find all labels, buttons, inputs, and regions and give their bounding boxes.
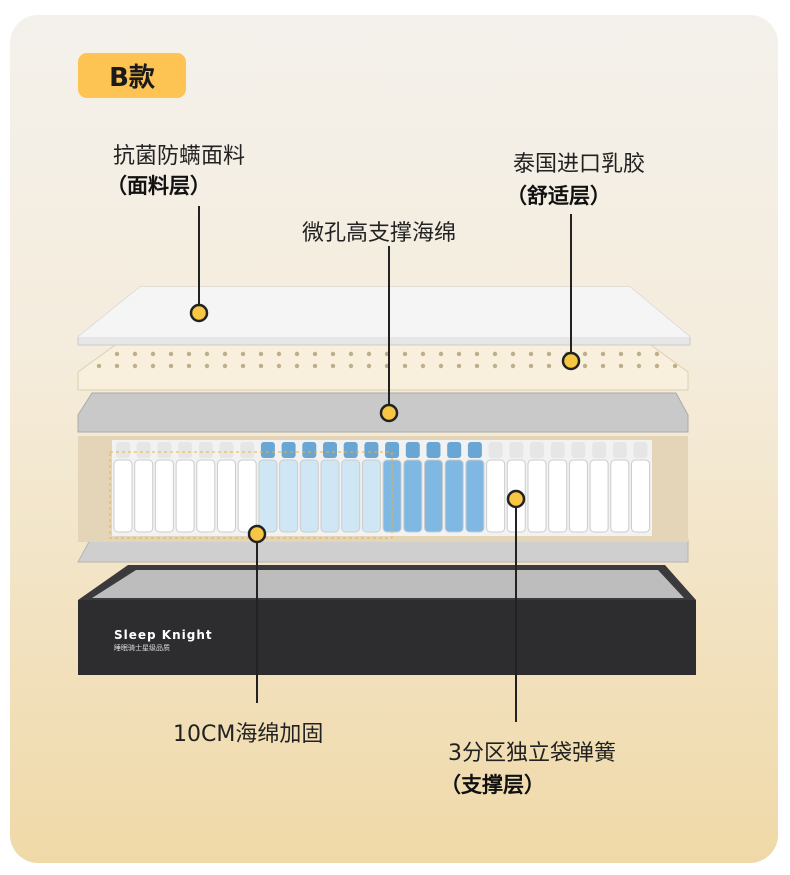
spring-top (530, 442, 544, 458)
spring-pocket (568, 459, 588, 533)
spring-top (571, 442, 586, 458)
spring-top (633, 442, 648, 458)
spring-pocket (403, 459, 423, 533)
callout-lines (198, 206, 572, 722)
spring-top (116, 442, 130, 458)
spring-top (281, 442, 296, 458)
spring-top (509, 442, 524, 458)
variant-badge: B款 (78, 53, 186, 98)
spring-pocket (154, 459, 174, 533)
spring-top (260, 442, 275, 458)
spring-pocket (299, 459, 319, 533)
spring-top (302, 442, 317, 458)
spring-top (467, 442, 482, 458)
brand-name: Sleep Knight (114, 628, 213, 642)
brand-tagline: 睡眠骑士星级品质 (114, 644, 170, 652)
spring-pocket (486, 459, 506, 533)
spring-top (612, 442, 627, 458)
spring-pocket (113, 459, 133, 533)
spring-pocket (610, 459, 630, 533)
bottom-sponge (77, 539, 689, 563)
spring-top (343, 442, 358, 458)
spring-pocket (237, 459, 257, 533)
label-cover-sub: （面料层） (106, 174, 211, 198)
spring-pocket (196, 459, 216, 533)
spring-top (364, 442, 379, 458)
label-latex: 泰国进口乳胶 (513, 152, 646, 177)
spring-top (405, 442, 420, 458)
spring-top (136, 442, 151, 458)
cover-layer (77, 286, 691, 346)
label-spring: 3分区独立袋弹簧 (448, 741, 616, 766)
spring-pocket (175, 459, 195, 533)
callout-dots (189, 303, 581, 544)
spring-pocket (589, 459, 609, 533)
spring-pocket (444, 459, 464, 533)
spring-pocket (341, 459, 361, 533)
spring-top (323, 442, 337, 458)
spring-top (198, 442, 213, 458)
spring-pocket (361, 459, 381, 533)
spring-top (240, 442, 255, 458)
spring-layer (78, 436, 688, 542)
spring-top (178, 442, 193, 458)
label-cover: 抗菌防螨面料 (113, 144, 246, 169)
label-edge: 10CM海绵加固 (173, 722, 324, 747)
spring-pocket (548, 459, 568, 533)
spring-pocket (258, 459, 278, 533)
spring-pocket (465, 459, 485, 533)
label-spring-sub: （支撑层） (440, 773, 545, 797)
spring-pocket (217, 459, 236, 533)
spring-top (426, 442, 441, 458)
spring-pocket (134, 459, 154, 533)
spring-top (592, 442, 607, 458)
base-layer (78, 565, 696, 675)
label-latex-sub: （舒适层） (506, 184, 611, 208)
spring-pocket (424, 459, 443, 533)
spring-top (447, 442, 462, 458)
latex-layer (77, 342, 689, 391)
spring-pocket (320, 459, 340, 533)
spring-pocket (279, 459, 299, 533)
spring-top (550, 442, 565, 458)
spring-top (219, 442, 234, 458)
spring-top (157, 442, 172, 458)
spring-top (488, 442, 503, 458)
spring-pocket (527, 459, 547, 533)
label-foam: 微孔高支撑海绵 (302, 221, 457, 246)
spring-top (385, 442, 400, 458)
spring-pocket (631, 459, 650, 533)
